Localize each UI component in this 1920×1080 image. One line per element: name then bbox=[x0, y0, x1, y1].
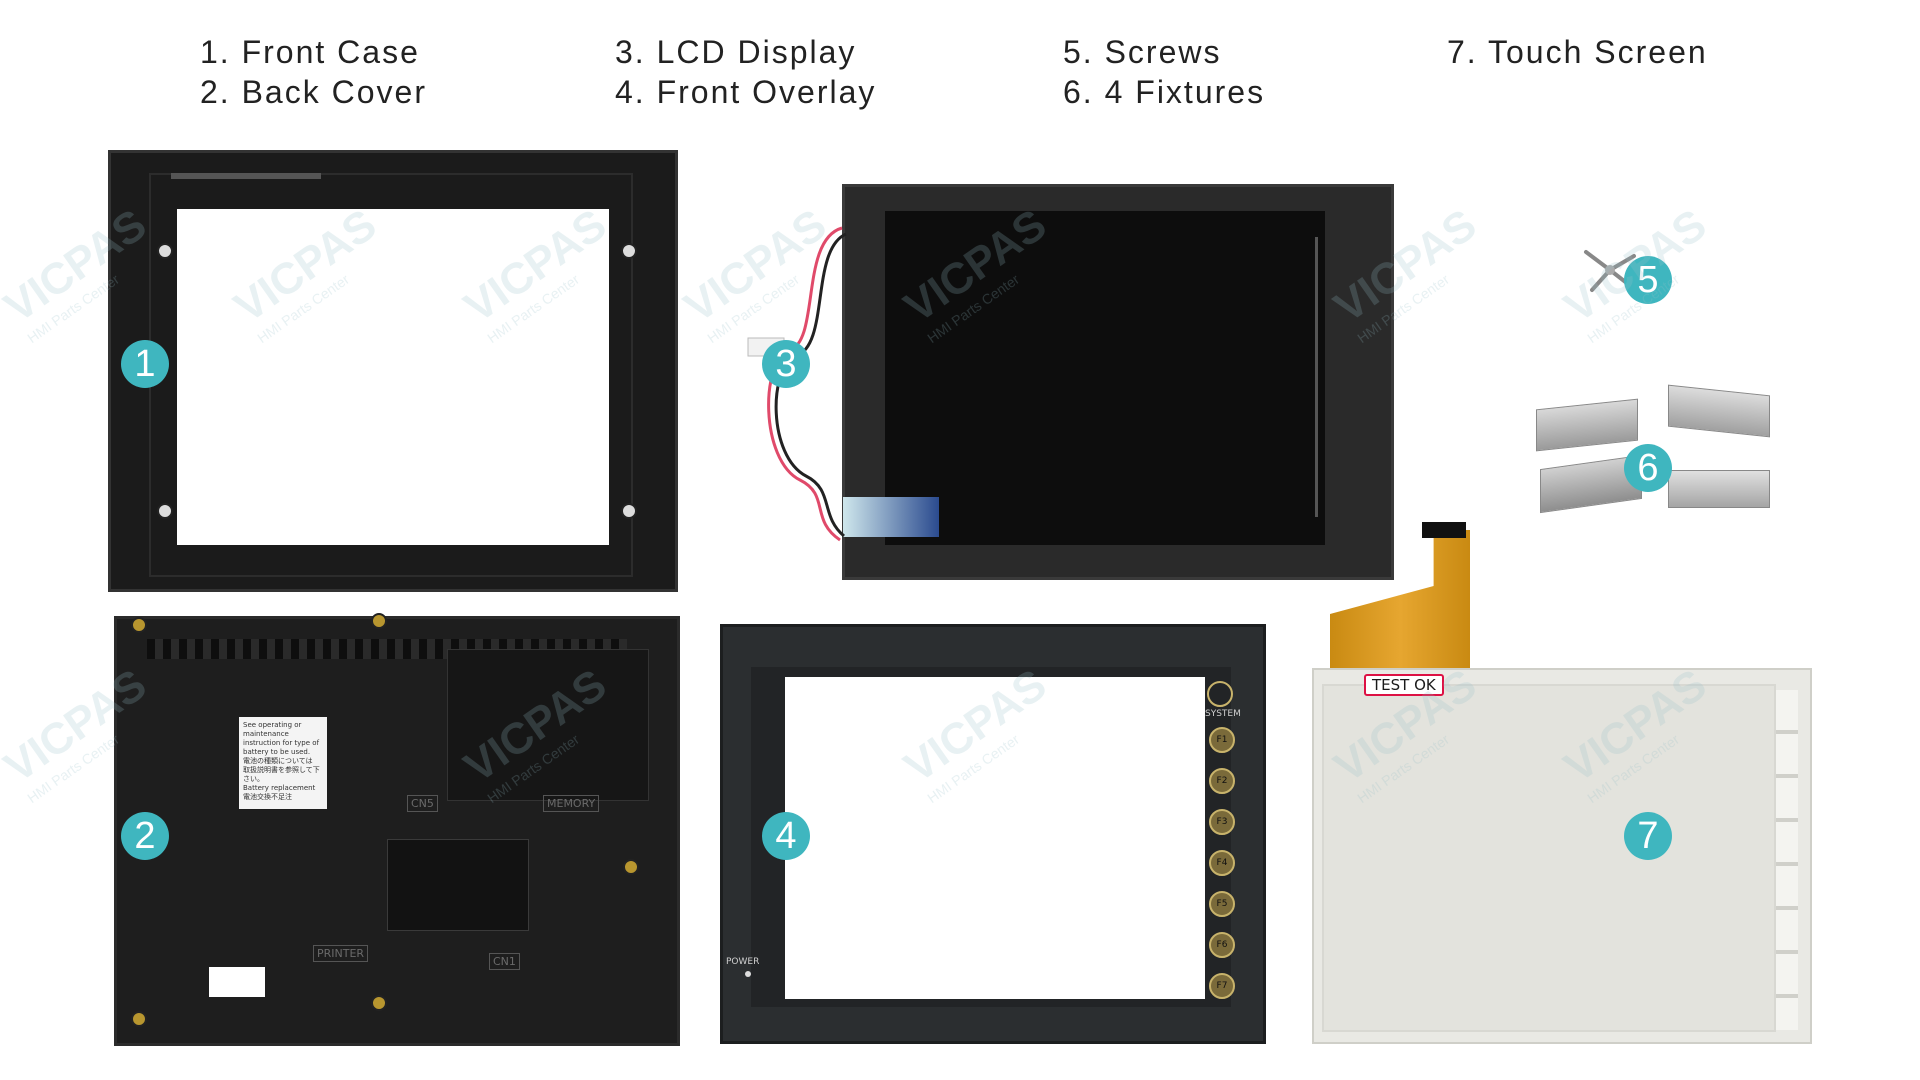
badge-1: 1 bbox=[121, 340, 169, 388]
front-case-hole bbox=[621, 503, 637, 519]
battery-sticker: See operating or maintenance instruction… bbox=[239, 717, 327, 809]
legend-item-lcd-display: 3. LCD Display bbox=[615, 34, 857, 70]
badge-2: 2 bbox=[121, 812, 169, 860]
back-cover-image: See operating or maintenance instruction… bbox=[114, 613, 680, 1046]
back-cover-screw bbox=[131, 1011, 147, 1027]
overlay-window bbox=[785, 677, 1205, 999]
touch-edge-strip bbox=[1776, 690, 1798, 1030]
front-case-hole bbox=[621, 243, 637, 259]
sticker-line: Battery replacement bbox=[243, 784, 316, 792]
legend-item-front-overlay: 4. Front Overlay bbox=[615, 74, 877, 110]
lcd-wires bbox=[747, 226, 847, 542]
f2-key: F2 bbox=[1209, 768, 1235, 794]
back-cover-label-printer: PRINTER bbox=[313, 945, 369, 962]
touch-active-area bbox=[1322, 684, 1776, 1032]
badge-4: 4 bbox=[762, 812, 810, 860]
legend-item-fixtures: 6. 4 Fixtures bbox=[1063, 74, 1266, 110]
back-cover-panel bbox=[447, 649, 649, 801]
front-overlay-image: SYSTEM F1 F2 F3 F4 F5 F6 F7 POWER bbox=[720, 624, 1266, 1044]
f3-key: F3 bbox=[1209, 809, 1235, 835]
back-cover-label-memory: MEMORY bbox=[543, 795, 600, 812]
badge-5: 5 bbox=[1624, 256, 1672, 304]
front-case-hole bbox=[157, 503, 173, 519]
back-cover-label-cn1: CN1 bbox=[489, 953, 520, 970]
power-led-icon bbox=[745, 971, 751, 977]
fixture-clip bbox=[1536, 398, 1638, 452]
legend-item-front-case: 1. Front Case bbox=[200, 34, 420, 70]
system-label: SYSTEM bbox=[1205, 709, 1241, 719]
lcd-flex-cable bbox=[843, 497, 939, 537]
legend-column-2: 3. LCD Display 4. Front Overlay bbox=[615, 32, 876, 112]
lcd-edge bbox=[1315, 237, 1318, 517]
badge-3: 3 bbox=[762, 340, 810, 388]
back-cover-screw bbox=[623, 859, 639, 875]
legend-item-touch-screen: 7. Touch Screen bbox=[1447, 34, 1708, 70]
legend-item-screws: 5. Screws bbox=[1063, 34, 1222, 70]
f5-key: F5 bbox=[1209, 891, 1235, 917]
sticker-line: 取扱説明書を参照して下さい。 bbox=[243, 766, 320, 783]
sticker-line: See operating or maintenance bbox=[243, 721, 302, 738]
sticker-line: 電池交換不足注 bbox=[243, 793, 292, 801]
back-cover-screw bbox=[371, 613, 387, 629]
front-case-window bbox=[177, 209, 609, 545]
fixtures-image bbox=[1536, 384, 1776, 520]
power-label: POWER bbox=[726, 957, 760, 967]
lcd-panel bbox=[885, 211, 1325, 545]
fixture-clip bbox=[1668, 384, 1770, 438]
f4-key: F4 bbox=[1209, 850, 1235, 876]
f6-key: F6 bbox=[1209, 932, 1235, 958]
touch-screen-image bbox=[1312, 668, 1812, 1044]
fixture-clip bbox=[1668, 470, 1770, 508]
front-case-hole bbox=[157, 243, 173, 259]
lcd-display-image bbox=[842, 184, 1394, 580]
front-case-tab bbox=[171, 173, 321, 179]
legend-column-4: 7. Touch Screen bbox=[1447, 32, 1708, 72]
legend-column-3: 5. Screws 6. 4 Fixtures bbox=[1063, 32, 1265, 112]
legend-column-1: 1. Front Case 2. Back Cover bbox=[200, 32, 427, 112]
back-cover-screw bbox=[371, 995, 387, 1011]
test-ok-tag: TEST OK bbox=[1364, 674, 1444, 696]
sticker-line: instruction for type of bbox=[243, 739, 320, 747]
badge-7: 7 bbox=[1624, 812, 1672, 860]
system-key-icon bbox=[1207, 681, 1233, 707]
legend-item-back-cover: 2. Back Cover bbox=[200, 74, 427, 110]
back-cover-screw bbox=[131, 617, 147, 633]
touch-flex-connector bbox=[1422, 522, 1466, 538]
back-cover-port bbox=[209, 967, 265, 997]
sticker-line: battery to be used. bbox=[243, 748, 311, 756]
back-cover-label-recess bbox=[387, 839, 529, 931]
back-cover-label-cn5: CN5 bbox=[407, 795, 438, 812]
sticker-line: 電池の種類については bbox=[243, 757, 313, 765]
f1-key: F1 bbox=[1209, 727, 1235, 753]
badge-6: 6 bbox=[1624, 444, 1672, 492]
f7-key: F7 bbox=[1209, 973, 1235, 999]
front-case-image bbox=[108, 150, 678, 592]
